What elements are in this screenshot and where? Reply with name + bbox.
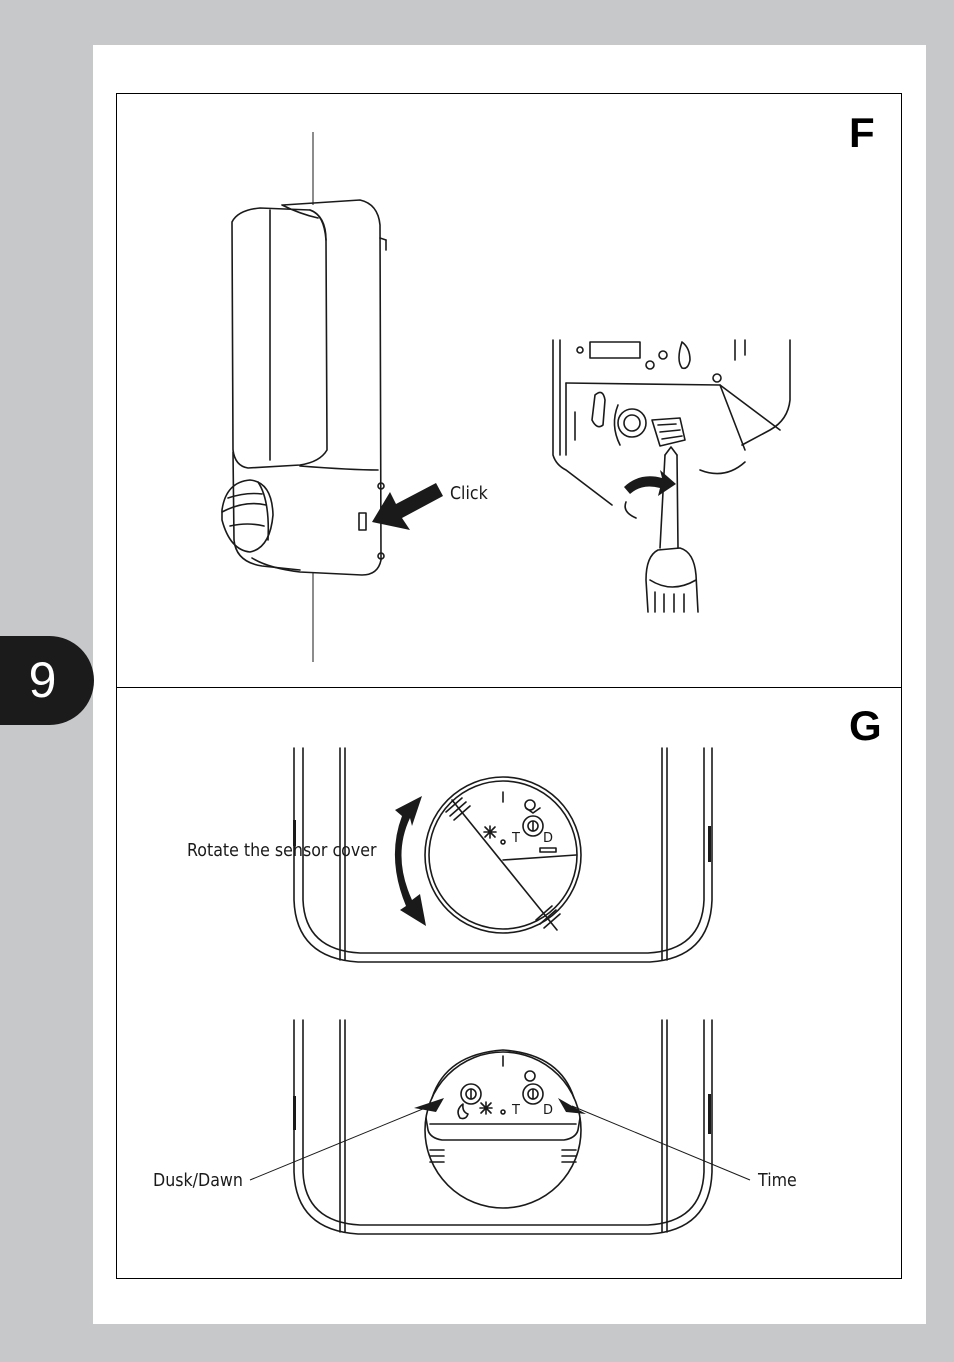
time-leader-line <box>572 1106 750 1180</box>
dusk-dawn-pointer-icon <box>414 1098 444 1112</box>
panel-g-illustration: T D T D <box>0 0 954 1300</box>
dial-d-upper: D <box>543 831 553 846</box>
fixture-cover-closed: T D <box>293 748 712 962</box>
rotate-arrow-icon <box>395 796 426 926</box>
fixture-cover-open: T D <box>250 1020 750 1234</box>
dial-d-lower: D <box>543 1103 553 1118</box>
dial-t-lower: T <box>511 1103 520 1118</box>
dial-t-upper: T <box>511 831 520 846</box>
